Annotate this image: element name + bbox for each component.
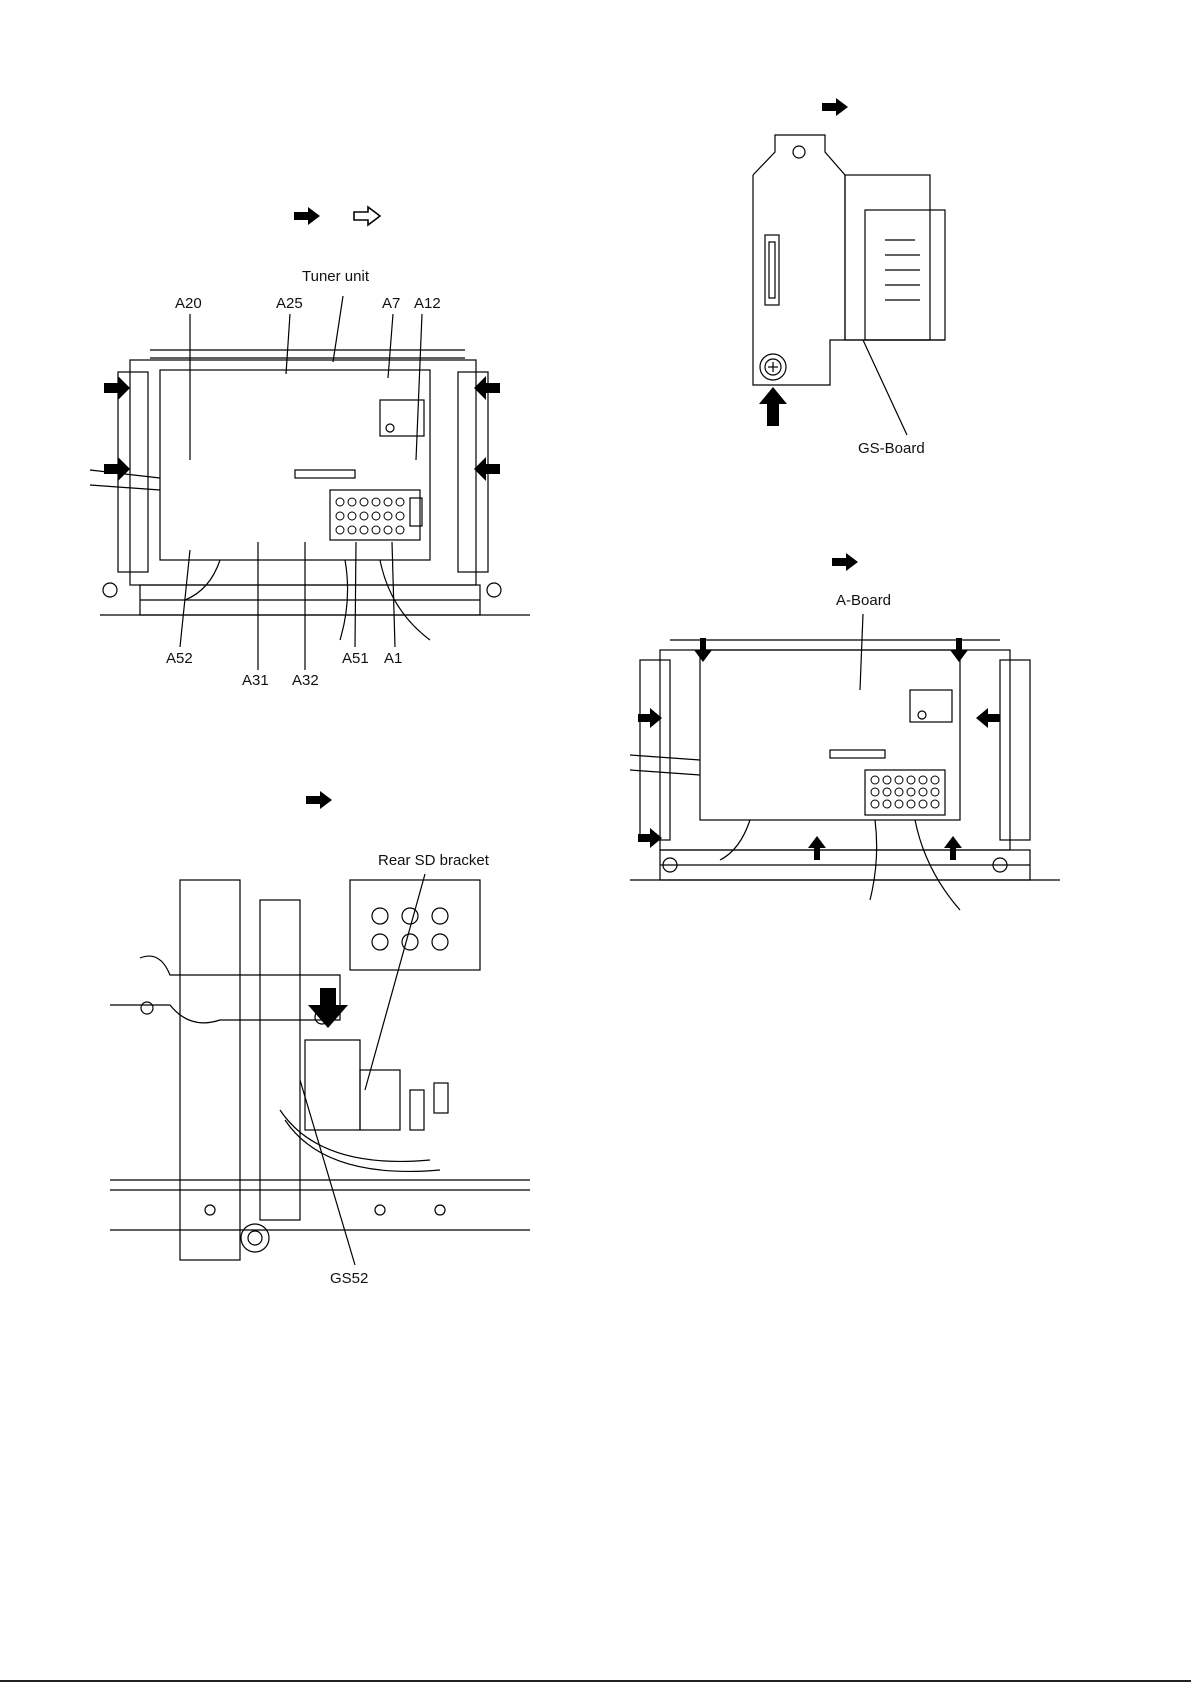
filled-arrow-icon [306,791,332,809]
filled-arrow-icon [822,98,848,116]
label-gs52: GS52 [330,1270,368,1287]
filled-arrow-icon [832,553,858,571]
filled-arrow-icon [294,207,320,225]
gs-board-legend-arrow [820,96,850,118]
label-a-board: A-Board [836,592,891,609]
sd-bracket-legend-arrow [304,789,334,811]
label-rear-sd-bracket: Rear SD bracket [378,852,489,869]
label-a31: A31 [242,672,269,689]
tuner-legend-arrows [292,205,382,227]
label-tuner-unit: Tuner unit [302,268,369,285]
tuner-unit-diagram [90,310,530,670]
label-gs-board: GS-Board [858,440,925,457]
page-bottom-rule [0,1680,1191,1682]
label-a32: A32 [292,672,319,689]
outline-arrow-icon [354,207,380,225]
gs-board-diagram [745,130,945,440]
a-board-diagram [630,620,1060,920]
a-board-legend-arrow [830,551,860,573]
rear-sd-bracket-diagram [110,880,530,1260]
